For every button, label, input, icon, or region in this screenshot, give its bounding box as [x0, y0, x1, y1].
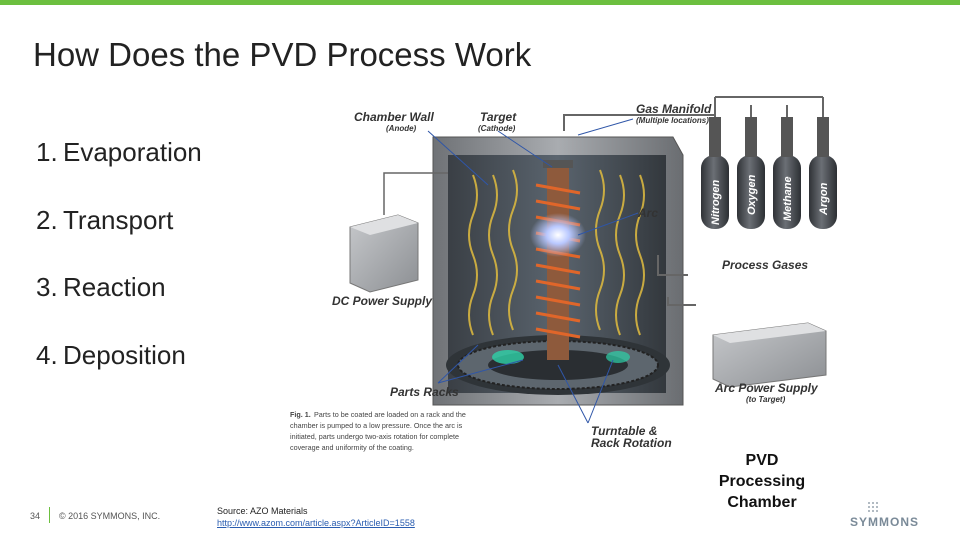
caption-line-3: initiated, parts undergo two-axis rotati…: [290, 432, 459, 441]
pvd-chamber-diagram: Chamber Wall (Anode) Target (Cathode) Ga…: [288, 75, 860, 455]
dc-power-supply: [349, 172, 448, 293]
label-gas-manifold-sub: (Multiple locations): [636, 116, 709, 125]
gas-tank-nitrogen: [701, 117, 729, 229]
top-accent-bar: [0, 0, 960, 5]
label-arc-power-supply: Arc Power Supply: [714, 381, 819, 395]
step-label: Deposition: [63, 339, 186, 370]
arc-power-supply: [712, 322, 827, 388]
copyright-text: © 2016 SYMMONS, INC.: [59, 511, 161, 521]
step-label: Transport: [63, 204, 174, 235]
caption-line-4: coverage and uniformity of the coating.: [290, 443, 414, 452]
source-citation: Source: AZO Materials http://www.azom.co…: [217, 505, 415, 529]
target-cathode: [543, 160, 573, 360]
process-steps-list: 1.Evaporation 2.Transport 3.Reaction 4.D…: [36, 134, 202, 404]
label-nitrogen: Nitrogen: [710, 180, 722, 226]
label-process-gases: Process Gases: [722, 258, 808, 272]
step-deposition: 4.Deposition: [36, 337, 202, 405]
step-number: 1.: [36, 137, 58, 167]
label-parts-racks: Parts Racks: [390, 385, 459, 399]
label-rack-rotation: Rack Rotation: [591, 436, 672, 450]
step-number: 2.: [36, 204, 58, 235]
step-number: 4.: [36, 339, 58, 370]
label-gas-manifold: Gas Manifold: [636, 102, 712, 116]
caption-line-2: chamber is pumped to a low pressure. Onc…: [290, 421, 463, 430]
gas-tank-argon: [809, 117, 837, 229]
footer-divider: [49, 507, 50, 523]
pvd-diagram-svg: Chamber Wall (Anode) Target (Cathode) Ga…: [290, 96, 837, 452]
label-chamber-wall: Chamber Wall: [354, 110, 434, 124]
label-chamber-wall-sub: (Anode): [386, 124, 417, 133]
page-number: 34: [30, 511, 41, 521]
leader-lines: [427, 118, 639, 424]
step-reaction: 3.Reaction: [36, 269, 202, 337]
label-methane: Methane: [782, 176, 794, 221]
logo-wordmark: SYMMONS: [850, 515, 920, 529]
caption-line-1: Parts to be coated are loaded on a rack …: [314, 410, 466, 419]
gas-tank-oxygen: [737, 117, 765, 229]
logo-dots-icon: [868, 502, 878, 512]
step-evaporation: 1.Evaporation: [36, 134, 202, 202]
label-argon: Argon: [818, 182, 830, 216]
label-arc: Arc: [637, 206, 658, 220]
step-transport: 2.Transport: [36, 202, 202, 270]
label-turntable: Turntable &: [591, 424, 657, 438]
step-number: 3.: [36, 272, 58, 302]
gas-tank-methane: [773, 117, 801, 229]
step-label: Evaporation: [63, 137, 202, 167]
page-title: How Does the PVD Process Work: [33, 36, 532, 73]
parts-racks: [468, 169, 645, 336]
label-target: Target: [480, 110, 517, 124]
label-dc-power-supply: DC Power Supply: [332, 294, 433, 308]
source-label: Source: AZO Materials: [217, 506, 308, 516]
label-arc-power-supply-sub: (to Target): [746, 395, 786, 404]
gas-manifold-lines: [563, 96, 824, 306]
label-oxygen: Oxygen: [746, 174, 758, 215]
source-link[interactable]: http://www.azom.com/article.aspx?Article…: [217, 518, 415, 528]
caption-lead: Fig. 1.: [290, 410, 311, 419]
symmons-logo: SYMMONS: [850, 500, 935, 530]
arc-plasma: [530, 213, 586, 257]
step-label: Reaction: [63, 272, 166, 302]
label-target-sub: (Cathode): [478, 124, 516, 133]
